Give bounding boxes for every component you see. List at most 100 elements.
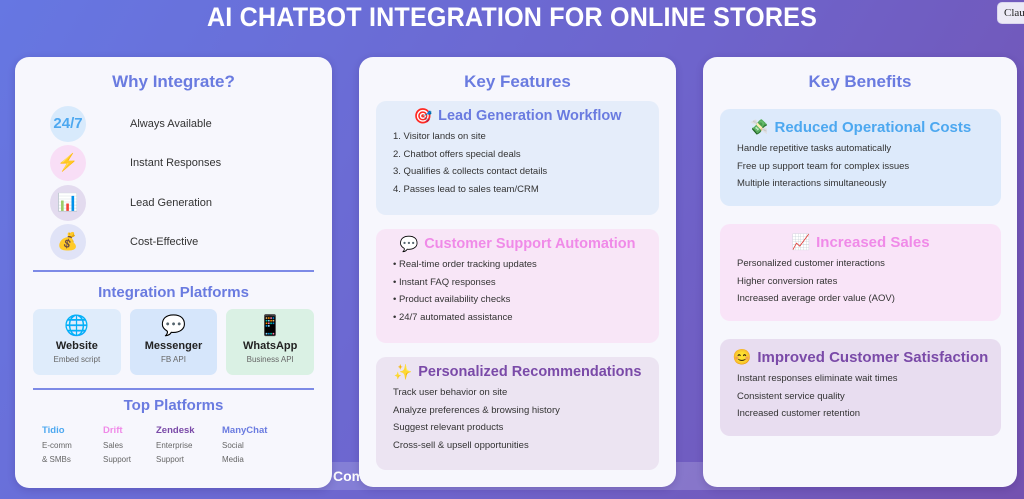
feature-list-item: • 24/7 automated assistance (393, 311, 513, 323)
feature-list-item: 3. Qualifies & collects contact details (393, 166, 548, 177)
feature-title: Personalized Recommendations (418, 364, 642, 380)
mobile-phone-icon: 📱 (257, 315, 283, 337)
top-platform-name: ManyChat (222, 425, 268, 436)
top-platform-drift: Drift Sales Support (103, 424, 156, 467)
key-features-title: Key Features (464, 72, 571, 91)
benefit-list-item: Increased customer retention (737, 408, 861, 419)
feature-list-item: Analyze preferences & browsing history (393, 404, 560, 416)
why-integrate-title: Why Integrate? (112, 72, 235, 91)
speech-bubble-icon: 💬 (161, 315, 186, 337)
benefit-list-item: Handle repetitive tasks automatically (737, 143, 892, 154)
top-platform-desc: Social (222, 441, 244, 450)
why-item-instant-responses: ⚡ Instant Responses (15, 144, 332, 184)
benefit-list-item: Free up support team for complex issues (737, 160, 910, 172)
feature-list-item: • Real-time order tracking updates (393, 259, 537, 270)
benefit-reduced-costs: 💸 Reduced Operational Costs Handle repet… (720, 109, 1001, 206)
integration-platforms-row: 🌐 Website Embed script 💬 Messenger FB AP… (33, 309, 315, 375)
benefit-title: Reduced Operational Costs (774, 119, 972, 136)
top-platform-name: Drift (103, 425, 123, 436)
feature-list-item: 4. Passes lead to sales team/CRM (393, 183, 539, 195)
benefit-title: Improved Customer Satisfaction (757, 349, 989, 366)
benefit-list-item: Multiple interactions simultaneously (737, 178, 887, 189)
why-integrate-list: 24/7 Always Available ⚡ Instant Response… (15, 104, 332, 262)
benefit-list-item: Increased average order value (AOV) (737, 293, 895, 304)
feature-list-item: 1. Visitor lands on site (393, 131, 486, 142)
feature-list-item: Suggest relevant products (393, 422, 504, 433)
feature-list-item: • Instant FAQ responses (393, 276, 496, 288)
top-platform-desc: Support (103, 455, 132, 464)
top-platforms-title: Top Platforms (123, 397, 224, 414)
platform-sub: Business API (246, 355, 294, 364)
benefit-customer-satisfaction: 😊 Improved Customer Satisfaction Instant… (720, 339, 1001, 436)
top-platform-desc: Support (156, 455, 185, 464)
claude-button[interactable]: Claude (997, 2, 1024, 24)
feature-list-item: Cross-sell & upsell opportunities (393, 439, 529, 451)
feature-header: 🎯 Lead Generation Workflow (376, 108, 659, 124)
lightning-icon: ⚡ (50, 145, 86, 182)
key-benefits-title: Key Benefits (808, 72, 912, 91)
benefit-increased-sales: 📈 Increased Sales Personalized customer … (720, 224, 1001, 321)
page-title: AI CHATBOT INTEGRATION FOR ONLINE STORES (206, 2, 818, 32)
feature-title: Lead Generation Workflow (438, 108, 622, 124)
feature-personalized-recommendations: ✨ Personalized Recommendations Track use… (376, 357, 659, 470)
top-platform-name: Zendesk (156, 425, 195, 436)
top-platform-desc: E-comm (42, 441, 72, 450)
benefit-list-item: Consistent service quality (737, 390, 845, 402)
benefit-list-item: Higher conversion rates (737, 275, 838, 287)
benefit-list: Handle repetitive tasks automatically Fr… (737, 140, 1001, 193)
top-platform-name: Tidio (42, 425, 65, 436)
top-platform-desc: & SMBs (42, 455, 71, 464)
why-item-label: Always Available (130, 117, 212, 130)
benefit-header: 💸 Reduced Operational Costs (720, 119, 1001, 136)
top-platform-desc: Enterprise (156, 441, 193, 450)
feature-header: ✨ Personalized Recommendations (376, 364, 659, 380)
why-item-label: Lead Generation (130, 196, 212, 209)
feature-list: Track user behavior on site Analyze pref… (393, 384, 659, 454)
feature-title: Customer Support Automation (424, 236, 636, 252)
benefit-list-item: Instant responses eliminate wait times (737, 373, 898, 384)
key-features-card: Key Features 🎯 Lead Generation Workflow … (359, 57, 676, 487)
top-platform-desc: Media (222, 455, 244, 464)
benefit-title: Increased Sales (816, 234, 930, 251)
feature-list: 1. Visitor lands on site 2. Chatbot offe… (393, 128, 659, 198)
platform-messenger[interactable]: 💬 Messenger FB API (129, 309, 218, 375)
platform-sub: Embed script (53, 355, 101, 364)
money-bag-icon: 💰 (50, 224, 86, 261)
why-item-label: Instant Responses (130, 157, 222, 170)
key-benefits-card: Key Benefits 💸 Reduced Operational Costs… (703, 57, 1017, 487)
divider (33, 388, 314, 390)
feature-list-item: • Product availability checks (393, 294, 511, 305)
benefit-list: Instant responses eliminate wait times C… (737, 370, 1001, 423)
feature-list-item: Track user behavior on site (393, 387, 508, 398)
top-platform-tidio: Tidio E-comm & SMBs (42, 424, 103, 467)
platform-website[interactable]: 🌐 Website Embed script (33, 309, 121, 375)
top-platforms-row: Tidio E-comm & SMBs Drift Sales Support … (42, 424, 332, 467)
benefit-header: 😊 Improved Customer Satisfaction (720, 349, 1001, 366)
benefit-list-item: Personalized customer interactions (737, 258, 885, 269)
why-item-always-available: 24/7 Always Available (15, 104, 332, 144)
divider (33, 270, 314, 272)
platform-whatsapp[interactable]: 📱 WhatsApp Business API (226, 309, 315, 375)
feature-list: • Real-time order tracking updates • Ins… (393, 256, 659, 326)
top-platform-desc: Sales (103, 441, 124, 450)
platform-name: Website (55, 340, 98, 352)
platform-name: WhatsApp (242, 340, 298, 352)
chart-increasing-icon: 📈 (791, 234, 811, 251)
benefit-header: 📈 Increased Sales (720, 234, 1001, 251)
platform-name: Messenger (144, 340, 203, 352)
feature-list-item: 2. Chatbot offers special deals (393, 148, 521, 160)
top-platform-manychat: ManyChat Social Media (222, 424, 292, 467)
integration-platforms-title: Integration Platforms (98, 284, 249, 301)
bar-chart-icon: 📊 (50, 184, 86, 221)
smiling-face-icon: 😊 (732, 349, 752, 366)
platform-sub: FB API (161, 355, 186, 364)
why-item-label: Cost-Effective (130, 236, 199, 249)
benefit-list: Personalized customer interactions Highe… (737, 255, 1001, 308)
money-wings-icon: 💸 (749, 119, 769, 136)
why-item-lead-generation: 📊 Lead Generation (15, 183, 332, 223)
target-icon: 🎯 (413, 107, 433, 125)
sparkles-icon: ✨ (393, 363, 413, 381)
feature-lead-generation: 🎯 Lead Generation Workflow 1. Visitor la… (376, 101, 659, 215)
globe-icon: 🌐 (64, 315, 90, 337)
speech-bubble-icon: 💬 (399, 235, 419, 253)
